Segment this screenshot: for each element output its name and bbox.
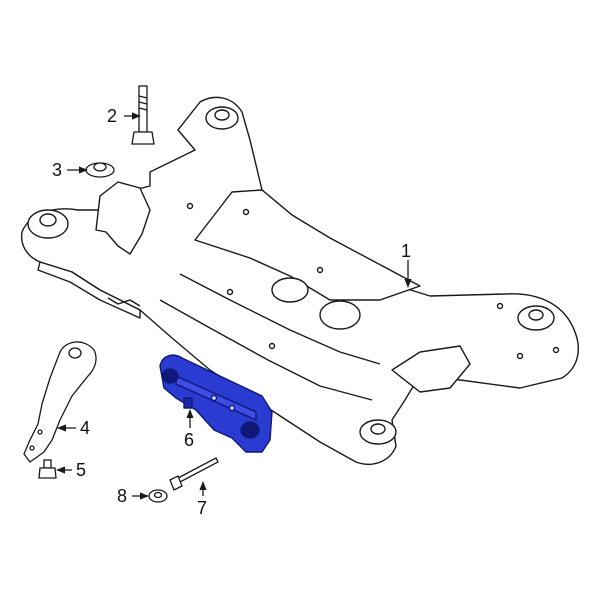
- long-bolt: [169, 457, 219, 491]
- reinforcement-plate: [159, 354, 273, 453]
- callout-6: 6: [184, 430, 194, 450]
- callout-8: 8: [117, 486, 127, 506]
- callout-3: 3: [52, 160, 62, 180]
- washer-3: [85, 162, 115, 178]
- callout-5: 5: [76, 460, 86, 480]
- bracket-4: [23, 341, 97, 463]
- callout-4: 4: [80, 418, 90, 438]
- callout-7: 7: [197, 498, 207, 518]
- callout-1: 1: [401, 241, 411, 261]
- bolt-5: [38, 459, 57, 479]
- washer-8: [148, 489, 168, 503]
- callout-2: 2: [107, 106, 117, 126]
- subframe: [20, 96, 579, 465]
- mounting-bolt: [131, 85, 155, 145]
- callout-arrows: [56, 112, 412, 500]
